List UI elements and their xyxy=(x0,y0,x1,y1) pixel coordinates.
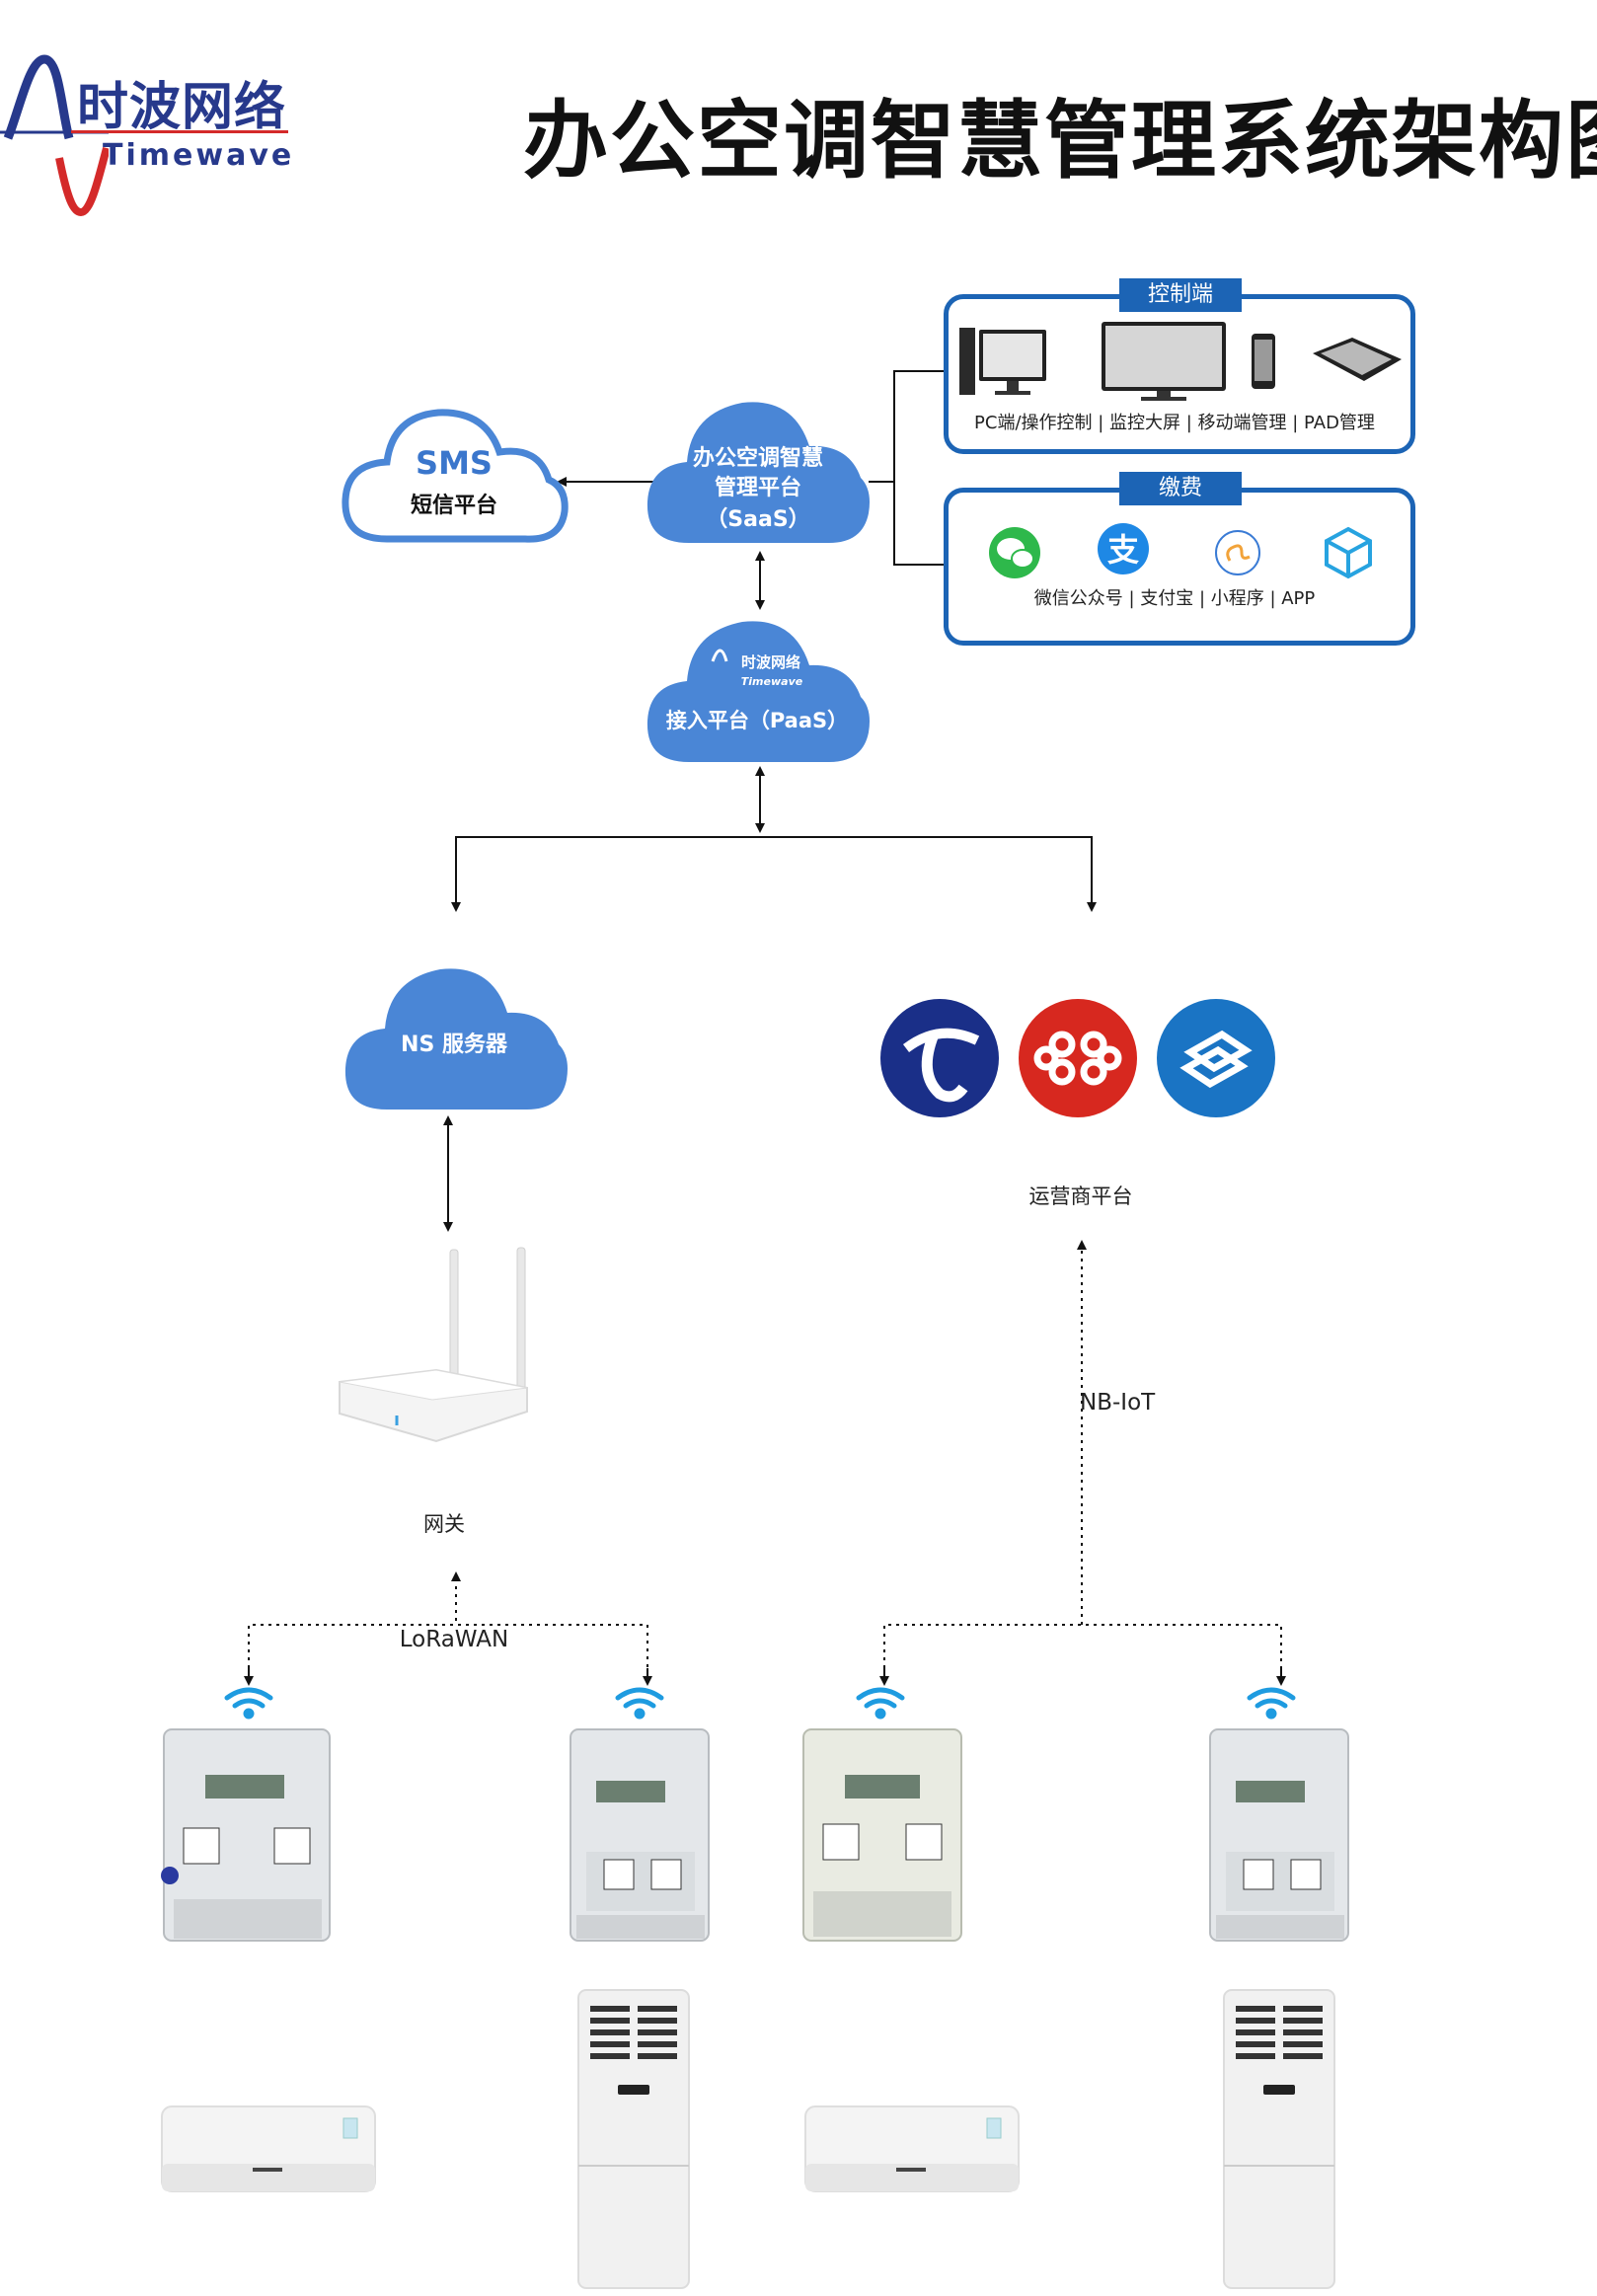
wall-ac-icon xyxy=(804,2105,1020,2192)
tablet-icon xyxy=(1313,338,1402,381)
paas-label: 接入平台（PaaS） xyxy=(665,709,849,732)
saas-line1: 办公空调智慧 xyxy=(692,446,823,471)
app-cube-icon xyxy=(1325,526,1372,579)
china-unicom-icon xyxy=(1019,999,1137,1117)
lorawan-label: LoRaWAN xyxy=(399,1627,509,1652)
paas-logo-cn: 时波网络 xyxy=(740,653,800,671)
carrier-label: 运营商平台 xyxy=(1028,1185,1133,1208)
saas-line2: 管理平台 xyxy=(714,476,801,500)
china-telecom-icon xyxy=(880,999,999,1117)
wifi-icon xyxy=(856,1687,905,1720)
mini-program-icon xyxy=(1215,530,1260,575)
saas-cloud-icon xyxy=(646,402,870,543)
control-devices xyxy=(959,322,1402,401)
saas-line3: （SaaS） xyxy=(706,507,810,532)
sms-cloud-icon xyxy=(342,409,569,543)
sms-title: SMS xyxy=(416,444,493,482)
carrier-logos xyxy=(880,999,1275,1117)
large-monitor-icon xyxy=(1102,322,1226,401)
floor-ac-icon xyxy=(577,1989,690,2289)
paas-logo-en: Timewave xyxy=(740,675,803,688)
desktop-pc-icon xyxy=(959,328,1046,395)
electric-meter-icon xyxy=(570,1728,710,1942)
gateway-router-icon xyxy=(339,1247,528,1443)
wechat-icon xyxy=(989,527,1040,578)
logo-name-en: Timewave xyxy=(103,138,295,173)
paas-cloud-icon xyxy=(646,621,870,762)
ns-label: NS 服务器 xyxy=(401,1033,507,1057)
electric-meter-icon xyxy=(1209,1728,1349,1942)
payment-tab: 缴费 xyxy=(1119,472,1242,505)
china-mobile-icon xyxy=(1157,999,1275,1117)
alipay-icon: 支 xyxy=(1098,523,1149,574)
wall-ac-icon xyxy=(161,2105,376,2192)
payment-caption: 微信公众号 | 支付宝 | 小程序 | APP xyxy=(1033,588,1316,609)
nbiot-label: NB-IoT xyxy=(1080,1390,1156,1416)
gateway-label: 网关 xyxy=(423,1512,465,1536)
payment-icons: 支 xyxy=(989,523,1372,579)
control-caption: PC端/操作控制 | 监控大屏 | 移动端管理 | PAD管理 xyxy=(974,413,1375,433)
logo-name-cn: 时波网络 xyxy=(77,78,287,137)
svg-text:支: 支 xyxy=(1107,531,1139,569)
electric-meter-icon xyxy=(802,1728,962,1942)
logo-underline xyxy=(71,130,288,133)
wifi-icon xyxy=(224,1687,273,1720)
wifi-signals xyxy=(224,1687,1296,1720)
sms-subtitle: 短信平台 xyxy=(410,494,497,518)
wifi-icon xyxy=(1247,1687,1296,1720)
smartphone-icon xyxy=(1252,334,1275,389)
page-title: 办公空调智慧管理系统架构图 xyxy=(523,92,1597,191)
floor-ac-icon xyxy=(1223,1989,1335,2289)
wifi-icon xyxy=(615,1687,664,1720)
ns-cloud-icon xyxy=(344,968,568,1110)
control-tab: 控制端 xyxy=(1119,278,1242,312)
electric-meter-icon xyxy=(161,1728,331,1942)
